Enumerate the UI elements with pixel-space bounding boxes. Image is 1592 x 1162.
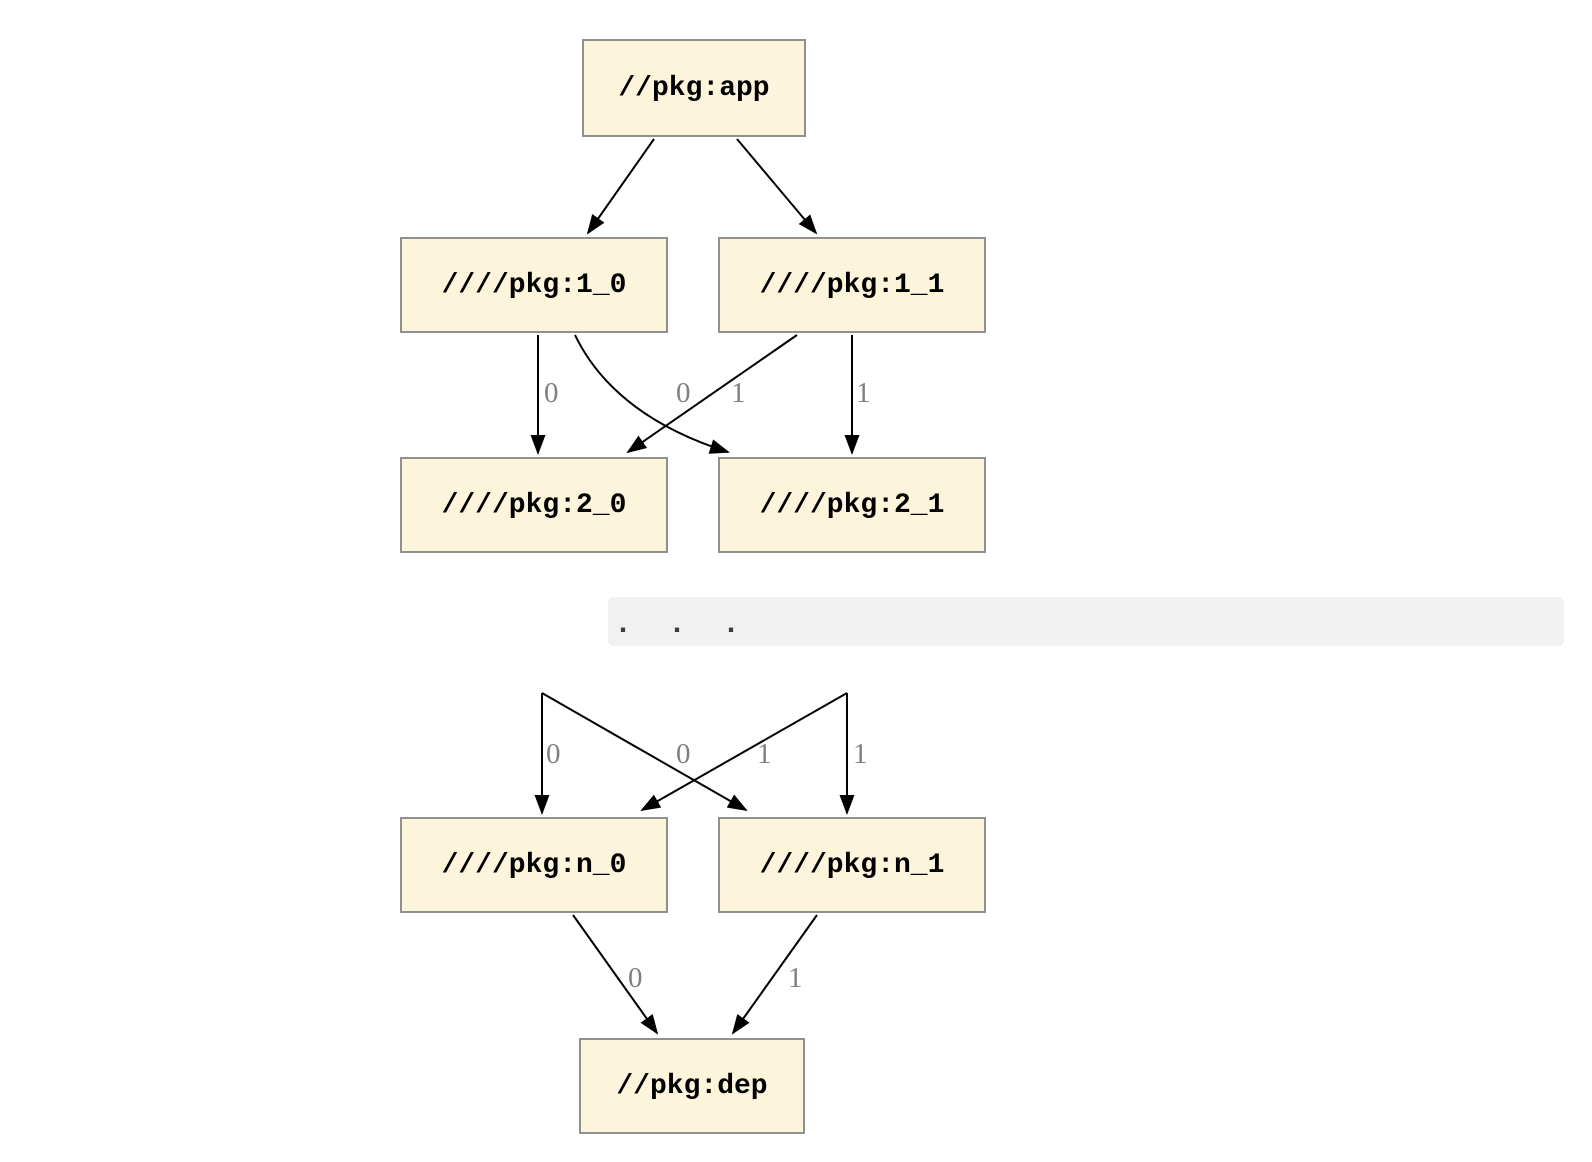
- edge-1_0-to-2_1: [574, 334, 730, 454]
- edge-1_1-to-2_0: [626, 334, 798, 454]
- edge-n_0-to-dep: [572, 914, 659, 1035]
- edge-n_1-to-dep: [731, 914, 818, 1035]
- graph-node-1_1: ////pkg:1_1: [718, 237, 986, 333]
- edge-label: 0: [546, 738, 561, 770]
- edge-label: 0: [628, 962, 643, 994]
- edge-label: 0: [676, 738, 691, 770]
- graph-node-app: //pkg:app: [582, 39, 806, 137]
- edge-label: 0: [676, 377, 691, 409]
- graph-node-1_0: ////pkg:1_0: [400, 237, 668, 333]
- graph-node-2_0: ////pkg:2_0: [400, 457, 668, 553]
- graph-node-dep: //pkg:dep: [579, 1038, 805, 1134]
- graph-node-2_1: ////pkg:2_1: [718, 457, 986, 553]
- edge-label: 0: [544, 377, 559, 409]
- edge-dots-to-n_1-cross: [541, 692, 748, 811]
- edge-label: 1: [856, 377, 871, 409]
- collapsed-rows-separator: . . .: [608, 597, 1564, 646]
- edge-label: 1: [788, 962, 803, 994]
- edge-label: 1: [757, 738, 772, 770]
- ellipsis-text: . . .: [614, 608, 741, 642]
- edge-dots-to-n_0-cross: [640, 692, 848, 811]
- edge-app-to-1_1: [736, 138, 818, 235]
- edge-label: 1: [853, 738, 868, 770]
- edge-app-to-1_0: [586, 138, 655, 235]
- graph-node-n_0: ////pkg:n_0: [400, 817, 668, 913]
- graph-node-n_1: ////pkg:n_1: [718, 817, 986, 913]
- edge-label: 1: [731, 377, 746, 409]
